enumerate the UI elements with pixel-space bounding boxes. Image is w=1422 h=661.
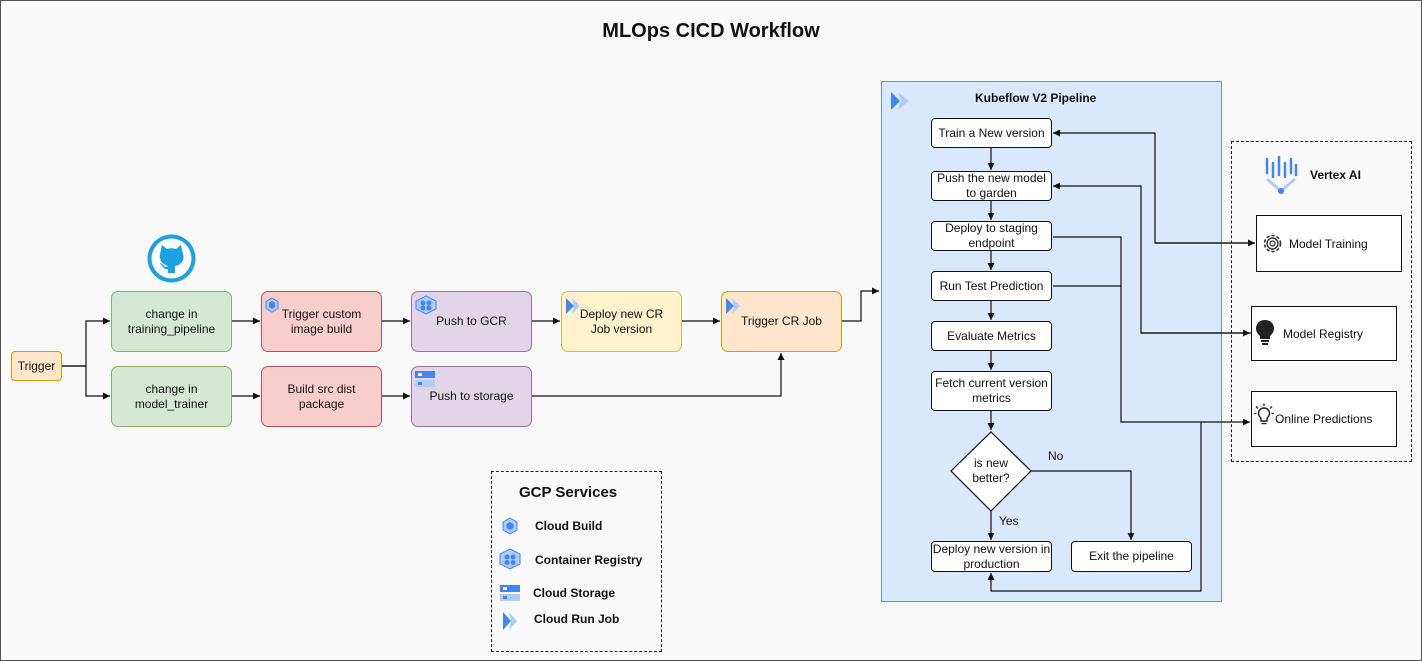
decision-diamond bbox=[950, 431, 1032, 512]
model-training-label: Model Training bbox=[1289, 237, 1368, 251]
yes-label: Yes bbox=[999, 514, 1019, 528]
evaluate-metrics-node: Evaluate Metrics bbox=[931, 321, 1052, 351]
trigger-node: Trigger bbox=[11, 351, 62, 381]
github-icon bbox=[146, 233, 197, 284]
decision-label: is new better? bbox=[972, 456, 1010, 485]
cloud-build-icon bbox=[264, 297, 280, 318]
arrow-crjob-to-kubeflow bbox=[842, 287, 879, 322]
decision-label-wrap: is new better? bbox=[961, 456, 1021, 486]
push-to-storage-label: Push to storage bbox=[429, 389, 514, 403]
online-predictions-node bbox=[1251, 391, 1397, 447]
push-to-garden-node: Push the new model to garden bbox=[931, 171, 1052, 201]
online-predictions-label: Online Predictions bbox=[1275, 412, 1373, 426]
train-new-version-node: Train a New version bbox=[931, 118, 1052, 148]
change-training-pipeline-node: change in training_pipeline bbox=[111, 291, 232, 352]
trigger-to-trainer-arrow bbox=[61, 365, 110, 400]
build-src-package-node: Build src dist package bbox=[261, 366, 382, 427]
model-registry-label: Model Registry bbox=[1283, 327, 1364, 341]
container-registry-icon bbox=[498, 548, 522, 575]
deploy-staging-node: Deploy to staging endpoint bbox=[931, 221, 1052, 251]
trigger-image-build-label: Trigger custom image build bbox=[281, 306, 362, 336]
arrow-no bbox=[1031, 470, 1135, 540]
container-registry-icon bbox=[414, 295, 438, 320]
diagram-title: MLOps CICD Workflow bbox=[602, 20, 820, 42]
gcp-services-title: GCP Services bbox=[519, 484, 618, 501]
lightbulb-outline-icon bbox=[1253, 403, 1275, 432]
legend-cloud-run-job: Cloud Run Job bbox=[534, 612, 620, 626]
gear-icon bbox=[1260, 231, 1285, 261]
deploy-staging-label: Deploy to staging endpoint bbox=[945, 221, 1038, 250]
legend-container-registry: Container Registry bbox=[535, 553, 643, 567]
run-test-prediction-node: Run Test Prediction bbox=[931, 271, 1052, 301]
cloud-storage-icon bbox=[499, 584, 521, 607]
exit-pipeline-label: Exit the pipeline bbox=[1089, 549, 1174, 563]
lightbulb-icon bbox=[1255, 319, 1275, 351]
train-new-version-label: Train a New version bbox=[938, 125, 1045, 140]
vertex-ai-title: Vertex AI bbox=[1310, 168, 1361, 182]
cloud-run-icon bbox=[724, 297, 742, 320]
build-src-package-label: Build src dist package bbox=[287, 381, 356, 411]
fetch-metrics-node: Fetch current version metrics bbox=[931, 371, 1052, 411]
push-to-gcr-label: Push to GCR bbox=[436, 314, 507, 328]
gcp-services-legend bbox=[491, 471, 662, 652]
deploy-production-node: Deploy new version in production bbox=[931, 541, 1052, 572]
kubeflow-title: Kubeflow V2 Pipeline bbox=[975, 91, 1097, 105]
trigger-cr-job-label: Trigger CR Job bbox=[741, 314, 822, 328]
push-to-garden-label: Push the new model to garden bbox=[937, 171, 1046, 200]
trigger-label: Trigger bbox=[17, 358, 56, 373]
trigger-cr-job-node: Trigger CR Job bbox=[721, 291, 842, 352]
change-model-trainer-label: change in model_trainer bbox=[134, 381, 209, 411]
cloud-build-icon bbox=[501, 517, 519, 540]
exit-pipeline-node: Exit the pipeline bbox=[1071, 541, 1192, 572]
deploy-cr-job-label: Deploy new CR Job version bbox=[579, 306, 664, 336]
run-test-prediction-label: Run Test Prediction bbox=[939, 278, 1044, 293]
no-label: No bbox=[1048, 449, 1064, 463]
vertex-ai-panel bbox=[1231, 141, 1412, 462]
cloud-run-icon bbox=[889, 91, 911, 116]
evaluate-metrics-label: Evaluate Metrics bbox=[947, 328, 1036, 343]
deploy-cr-job-node: Deploy new CR Job version bbox=[561, 291, 682, 352]
arrow-storage-to-crjob bbox=[532, 353, 785, 397]
trigger-image-build-node: Trigger custom image build bbox=[261, 291, 382, 352]
cloud-run-icon bbox=[501, 611, 519, 636]
trigger-to-pipeline-arrow bbox=[61, 317, 110, 367]
fetch-metrics-label: Fetch current version metrics bbox=[935, 376, 1048, 405]
legend-cloud-build: Cloud Build bbox=[535, 519, 603, 533]
model-registry-node bbox=[1251, 306, 1397, 361]
change-model-trainer-node: change in model_trainer bbox=[111, 366, 232, 427]
cloud-run-icon bbox=[564, 297, 582, 320]
vertex-ai-icon bbox=[1263, 155, 1299, 200]
deploy-production-label: Deploy new version in production bbox=[932, 541, 1051, 571]
change-training-pipeline-label: change in training_pipeline bbox=[127, 306, 216, 336]
legend-cloud-storage: Cloud Storage bbox=[533, 586, 616, 600]
cloud-storage-icon bbox=[414, 370, 436, 393]
